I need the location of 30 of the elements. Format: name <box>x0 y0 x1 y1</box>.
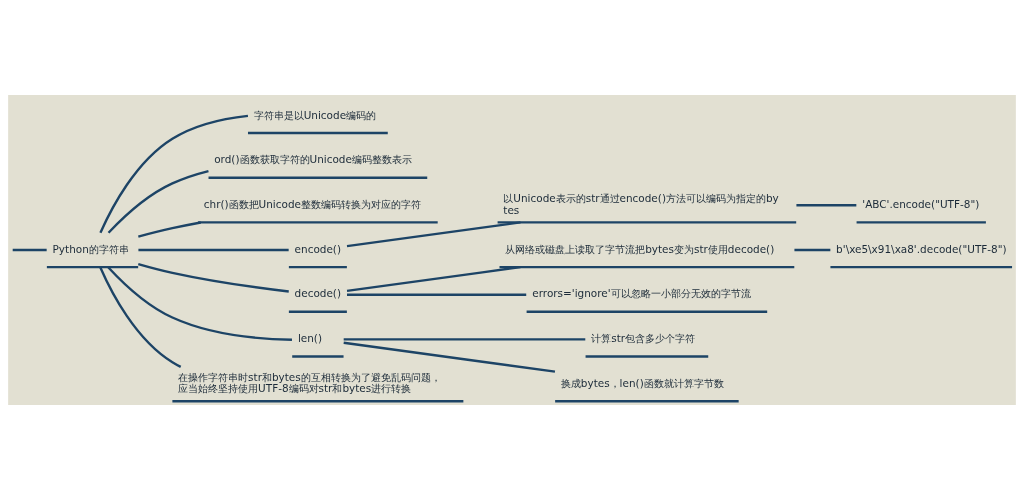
connector <box>343 338 586 341</box>
node-text: 以Unicode表示的str通过encode()方法可以编码为指定的bytes <box>503 192 779 216</box>
node-text: ord()函数获取字符的Unicode编码整数表示 <box>214 153 412 166</box>
node-text: len() <box>297 332 323 345</box>
connector <box>138 248 289 252</box>
connector <box>346 265 521 292</box>
connector <box>138 221 201 238</box>
node-text: errors='ignore'可以忽略一小部分无效的字节流 <box>532 287 751 300</box>
connector <box>99 114 249 234</box>
connector <box>12 248 47 252</box>
node-text: chr()函数把Unicode整数编码转换为对应的字符 <box>203 197 421 210</box>
node-text: 字符串是以Unicode编码的 <box>253 108 377 121</box>
connector <box>346 221 521 248</box>
connector <box>347 293 527 296</box>
connector <box>794 248 831 252</box>
connector <box>107 266 292 341</box>
node-text: decode() <box>294 287 342 300</box>
node-text: 计算str包含多少个字符 <box>591 332 696 345</box>
node-text: 'ABC'.encode("UTF-8") <box>862 197 980 210</box>
connector <box>107 169 209 234</box>
connector <box>99 266 182 368</box>
node-text: 从网络或磁盘上读取了字节流把bytes变为str使用decode() <box>505 242 775 255</box>
node-text: Python的字符串 <box>52 242 129 255</box>
connector <box>796 204 857 207</box>
node-text: b'\xe5\x91\xa8'.decode("UTF-8") <box>836 242 1007 255</box>
connector <box>137 262 289 293</box>
node-text: 在操作字符串时str和bytes的互相转换为了避免乱码问题，应当始终坚持使用UTF-8编码对str和bytes进行转换 <box>178 371 441 395</box>
connector <box>343 341 556 373</box>
node-text: 换成bytes，len()函数就计算字节数 <box>560 376 724 389</box>
node-text: encode() <box>294 242 341 255</box>
